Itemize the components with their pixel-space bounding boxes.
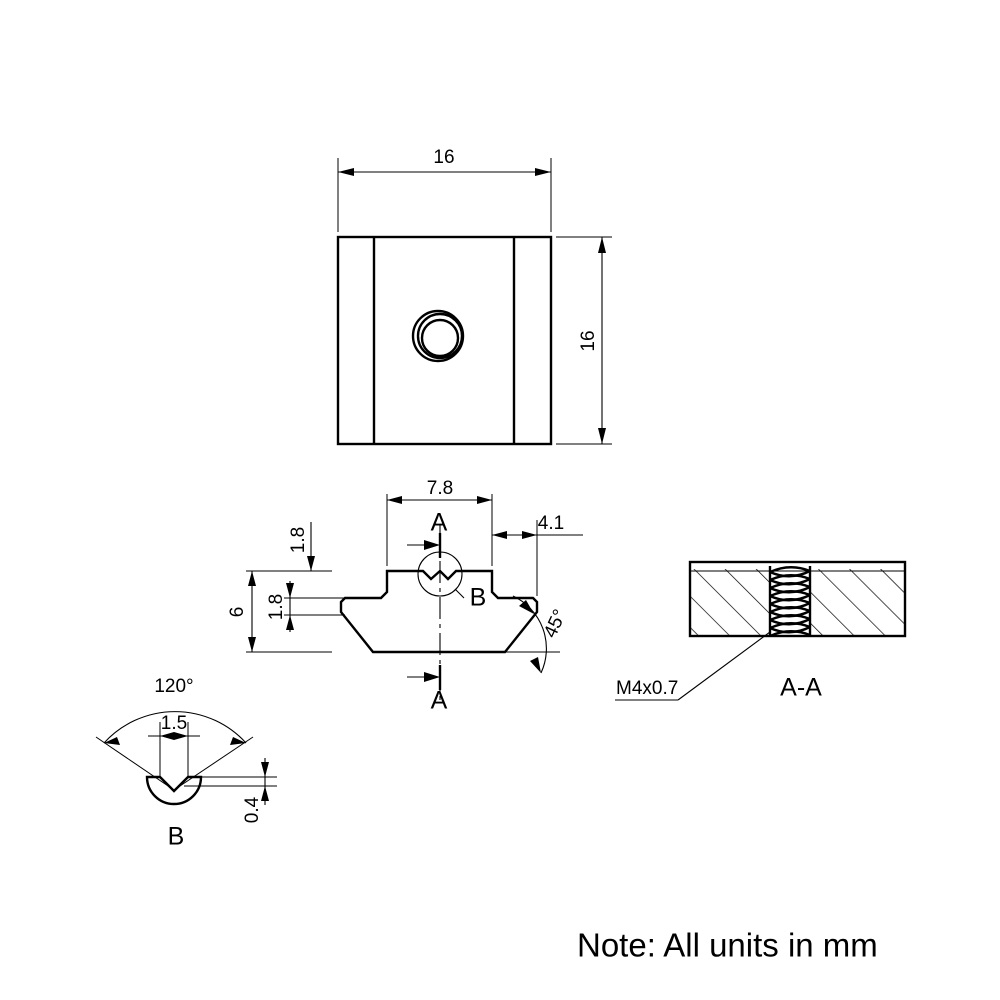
units-note: Note: All units in mm <box>577 927 878 964</box>
detail-b-group: 120° 1.5 0.4 B <box>95 676 277 851</box>
section-thread-turns <box>769 566 811 638</box>
dim6-text: 6 <box>227 607 248 618</box>
dim41-arrow-left <box>492 531 507 539</box>
top-height-arrow-bottom <box>598 428 606 444</box>
dim41-arrow-right <box>522 531 537 539</box>
dim6-arrow-bottom <box>248 637 256 652</box>
dim04-arrow-bottom <box>261 786 269 801</box>
dim18-upper-text: 1.8 <box>288 527 309 553</box>
angle120-text: 120° <box>154 676 193 697</box>
section-aa-group: M4x0.7 A-A <box>615 560 907 702</box>
dim18-lower-arrow-bottom <box>286 615 294 630</box>
top-view-thread-inner-circle <box>420 318 460 358</box>
top-height-dim-text: 16 <box>578 330 599 351</box>
top-view-thread-outer-circle <box>411 309 465 363</box>
dim78-arrow-left <box>387 496 402 504</box>
angle120-leg-left <box>95 736 175 791</box>
section-arrow-top-head <box>424 540 440 550</box>
front-view-group: B A A 7.8 4.1 <box>227 478 583 715</box>
dim6-arrow-top <box>248 571 256 586</box>
dim78-text: 7.8 <box>427 478 453 499</box>
angle120-arrow-left <box>104 737 120 745</box>
dim15-text: 1.5 <box>161 713 187 734</box>
detail-b-callout-label: B <box>470 584 487 612</box>
angle45-arrow-upper <box>519 600 534 614</box>
section-outline <box>688 560 907 638</box>
angle120-leg-right <box>173 736 254 791</box>
detail-b-title: B <box>168 823 185 851</box>
angle45-arrow-lower <box>530 657 541 673</box>
angle45-arc <box>512 595 547 674</box>
detail-b-profile <box>145 775 203 806</box>
dim18-upper-arrow <box>307 556 315 571</box>
dim15-arrow-right <box>174 732 188 740</box>
angle120-arrow-right <box>230 737 246 745</box>
section-hatch-left <box>690 569 770 636</box>
angle120-arc <box>103 711 247 744</box>
section-aa-title: A-A <box>780 674 822 702</box>
dim18-lower-text: 1.8 <box>266 594 287 620</box>
top-height-arrow-top <box>598 237 606 253</box>
top-width-arrow-right <box>535 168 551 176</box>
front-view-profile <box>339 569 539 654</box>
section-hatch-right <box>810 569 905 636</box>
section-arrow-bottom-head <box>424 672 440 682</box>
top-view-outline <box>336 235 553 446</box>
thread-callout-text: M4x0.7 <box>616 678 678 699</box>
top-width-dim-text: 16 <box>433 147 454 168</box>
section-label-top: A <box>431 509 448 537</box>
dim04-arrow-top <box>261 762 269 777</box>
section-label-bottom: A <box>431 687 448 715</box>
dim78-arrow-right <box>477 496 492 504</box>
top-view-group: 16 16 <box>336 147 612 446</box>
dim41-text: 4.1 <box>538 513 564 534</box>
dim15-arrow-left <box>160 732 174 740</box>
detail-b-leader <box>454 588 465 599</box>
dim18-lower-arrow-top <box>286 583 294 598</box>
top-width-arrow-left <box>338 168 354 176</box>
thread-callout-leader <box>677 631 771 701</box>
top-view-thread-mid-circle <box>416 312 464 360</box>
dim04-text: 0.4 <box>242 796 263 823</box>
